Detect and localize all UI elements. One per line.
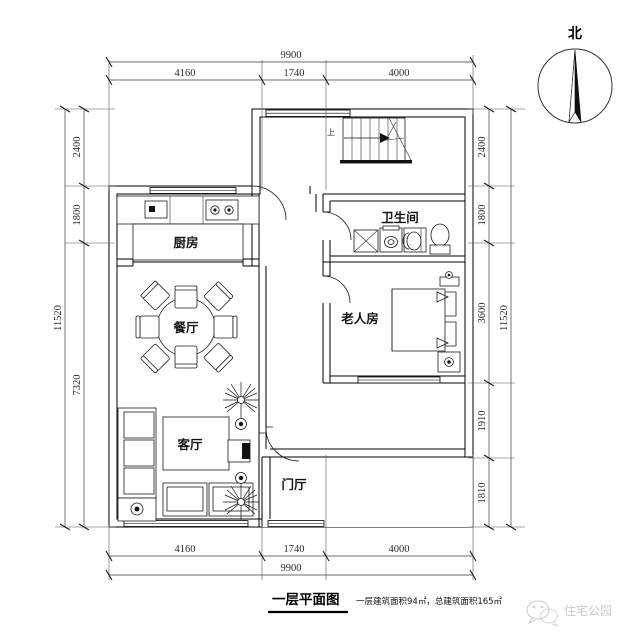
kitchen-furniture — [116, 195, 260, 261]
dim-bottom-total: 9900 — [281, 563, 302, 574]
dim-top-total: 9900 — [281, 50, 302, 61]
dining-chair — [140, 343, 170, 374]
window-elder-south — [357, 376, 441, 384]
dining-chair — [203, 281, 234, 311]
living-furniture — [117, 382, 259, 522]
dimensions-right: 2400 1800 3600 1910 1810 11520 — [468, 105, 525, 531]
dim-top-2: 1740 — [284, 68, 305, 79]
dining-chair — [213, 315, 238, 339]
door-elder-room — [322, 275, 351, 304]
room-label-kitchen: 厨房 — [173, 235, 198, 250]
side-table-lamp — [117, 497, 157, 522]
north-label: 北 — [568, 26, 582, 42]
washing-machine-icon — [379, 225, 403, 253]
dimensions-top: 9900 4160 1740 4000 — [105, 50, 477, 190]
dim-left-3: 7320 — [72, 375, 83, 396]
tv-cabinet — [227, 439, 251, 463]
dining-chair — [203, 343, 234, 373]
kitchen-sink-icon — [144, 200, 168, 219]
window-foyer-south — [267, 520, 325, 527]
kitchen-island — [132, 223, 244, 261]
sofa-left — [117, 407, 157, 499]
dim-top-3: 4000 — [389, 68, 410, 79]
dining-chair — [174, 285, 198, 309]
sofa-bottom — [162, 482, 254, 517]
door-kitchen-entry — [251, 185, 287, 221]
dim-left-1: 2400 — [72, 137, 83, 158]
basin-icon — [429, 223, 451, 255]
kitchen-stove-icon — [205, 199, 239, 221]
dim-top-1: 4160 — [175, 68, 196, 79]
dimensions-bottom: 4160 1740 4000 9900 — [105, 455, 477, 581]
door-foyer-living — [259, 426, 300, 462]
title-block: 一层平面图 一层建筑面积94㎡，总建筑面积165㎡ — [268, 592, 503, 614]
windows — [123, 109, 441, 527]
dining-chair — [135, 315, 160, 339]
dim-left-total: 11520 — [53, 305, 64, 331]
bed — [391, 288, 457, 352]
dining-chair — [174, 345, 198, 369]
dining-chair — [140, 280, 170, 311]
window-living-south — [123, 520, 249, 527]
room-label-living: 客厅 — [176, 437, 203, 452]
dim-right-2: 1800 — [477, 205, 488, 226]
drawing-title: 一层平面图 — [272, 592, 340, 608]
dim-left-2: 1800 — [72, 205, 83, 226]
doors — [251, 185, 352, 462]
dim-right-total: 11520 — [499, 305, 510, 331]
elder-room-furniture — [391, 271, 461, 373]
dim-right-4: 1910 — [477, 411, 488, 432]
dim-right-3: 3600 — [477, 303, 488, 324]
plant-top — [223, 382, 259, 418]
room-label-foyer: 门厅 — [281, 477, 307, 492]
nightstand-top — [439, 271, 460, 287]
room-label-bathroom: 卫生间 — [381, 210, 419, 225]
staircase: 上 — [327, 117, 412, 164]
room-label-elder: 老人房 — [340, 311, 379, 326]
window-kitchen-north — [149, 187, 237, 194]
dining-set — [135, 280, 238, 374]
wall-structure — [108, 108, 474, 528]
window-north-stairhall — [265, 109, 351, 117]
stair-up-label: 上 — [327, 128, 335, 137]
dim-right-1: 2400 — [477, 137, 488, 158]
dim-bottom-2: 1740 — [284, 544, 305, 555]
nightstand-bottom — [437, 351, 461, 373]
dimensions-left: 2400 1800 7320 11520 — [53, 105, 115, 531]
room-label-dining: 餐厅 — [172, 320, 199, 335]
wechat-icon — [526, 600, 559, 628]
dim-bottom-3: 4000 — [389, 544, 410, 555]
plant-bottom — [223, 484, 259, 520]
drawing-note: 一层建筑面积94㎡，总建筑面积165㎡ — [356, 596, 503, 607]
shower-icon — [353, 229, 379, 253]
north-arrow: 北 — [537, 26, 613, 124]
watermark-label: 住宅公园 — [564, 603, 612, 618]
watermark: 住宅公园 — [526, 600, 612, 628]
bathroom-fixtures — [353, 223, 451, 255]
door-bathroom — [322, 211, 352, 241]
room-labels: 厨房 餐厅 客厅 门厅 卫生间 老人房 — [172, 210, 418, 492]
toilet-icon — [402, 227, 427, 253]
dim-right-5: 1810 — [477, 483, 488, 504]
dim-bottom-1: 4160 — [175, 544, 196, 555]
